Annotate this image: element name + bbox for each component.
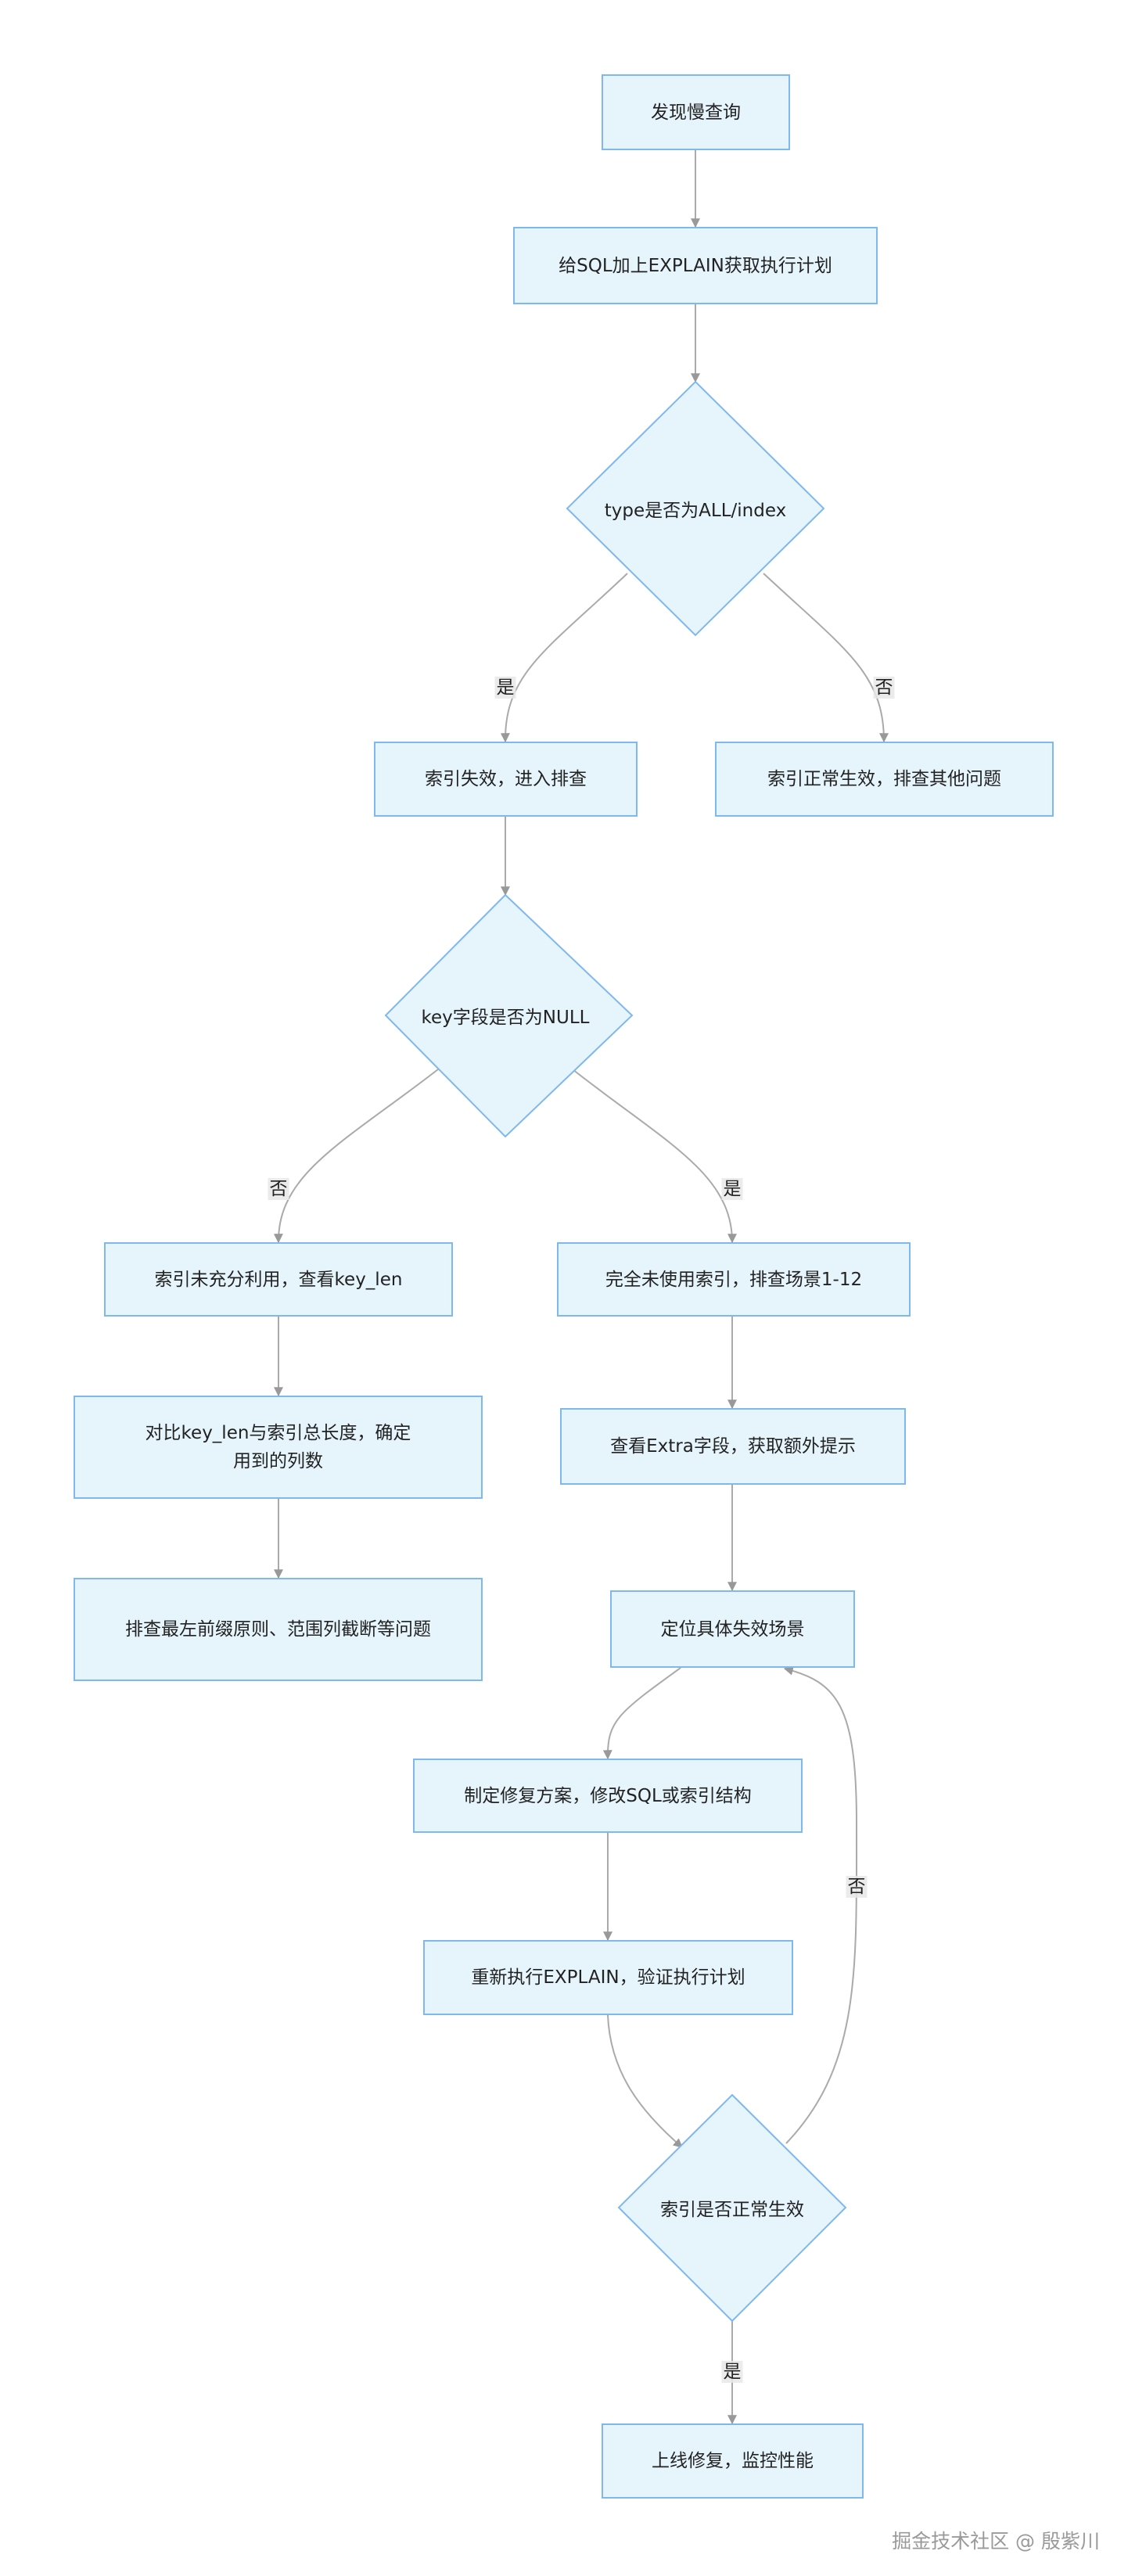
- edge-rerun-verify: [607, 2014, 683, 2148]
- node-explain: 给SQL加上EXPLAIN获取执行计划: [513, 227, 878, 304]
- edge-label-type-no: 否: [873, 677, 895, 699]
- edge-type-yes: [500, 573, 628, 743]
- edge-locate-fix: [602, 1667, 681, 1760]
- node-deploy: 上线修复，监控性能: [602, 2423, 864, 2499]
- edge-type-no: [763, 573, 889, 743]
- node-start: 发现慢查询: [602, 74, 790, 150]
- edge-label-key-no: 否: [268, 1178, 289, 1200]
- node-fix: 制定修复方案，修改SQL或索引结构: [413, 1759, 803, 1833]
- edge-verify-no: [783, 1665, 858, 2144]
- node-key-len: 索引未充分利用，查看key_len: [104, 1242, 453, 1317]
- node-prefix: 排查最左前缀原则、范围列截断等问题: [74, 1578, 483, 1681]
- edge-label-type-yes: 是: [494, 677, 516, 699]
- diamond-key: [384, 893, 634, 1138]
- node-rerun: 重新执行EXPLAIN，验证执行计划: [423, 1940, 793, 2015]
- diamond-verify: [617, 2093, 847, 2323]
- node-extra: 查看Extra字段，获取额外提示: [560, 1408, 906, 1485]
- node-key-check: key字段是否为NULL: [421, 1008, 590, 1028]
- node-locate: 定位具体失效场景: [610, 1590, 855, 1668]
- node-type-check: type是否为ALL/index: [604, 501, 787, 521]
- edge-label-key-yes: 是: [721, 1178, 743, 1200]
- diamond-type: [566, 380, 825, 637]
- edge-key-no: [273, 1069, 439, 1244]
- node-no-index: 完全未使用索引，排查场景1-12: [557, 1242, 911, 1317]
- edge-key-yes: [572, 1069, 737, 1244]
- edge-label-verify-yes: 是: [721, 2361, 743, 2383]
- node-index-ok: 索引正常生效，排查其他问题: [715, 742, 1054, 817]
- node-compare: 对比key_len与索引总长度，确定用到的列数: [74, 1396, 483, 1499]
- node-verify: 索引是否正常生效: [660, 2200, 804, 2220]
- watermark: 掘金技术社区 @ 殷紫川: [892, 2530, 1100, 2553]
- edge-label-verify-no: 否: [846, 1876, 868, 1898]
- node-index-fail: 索引失效，进入排查: [374, 742, 638, 817]
